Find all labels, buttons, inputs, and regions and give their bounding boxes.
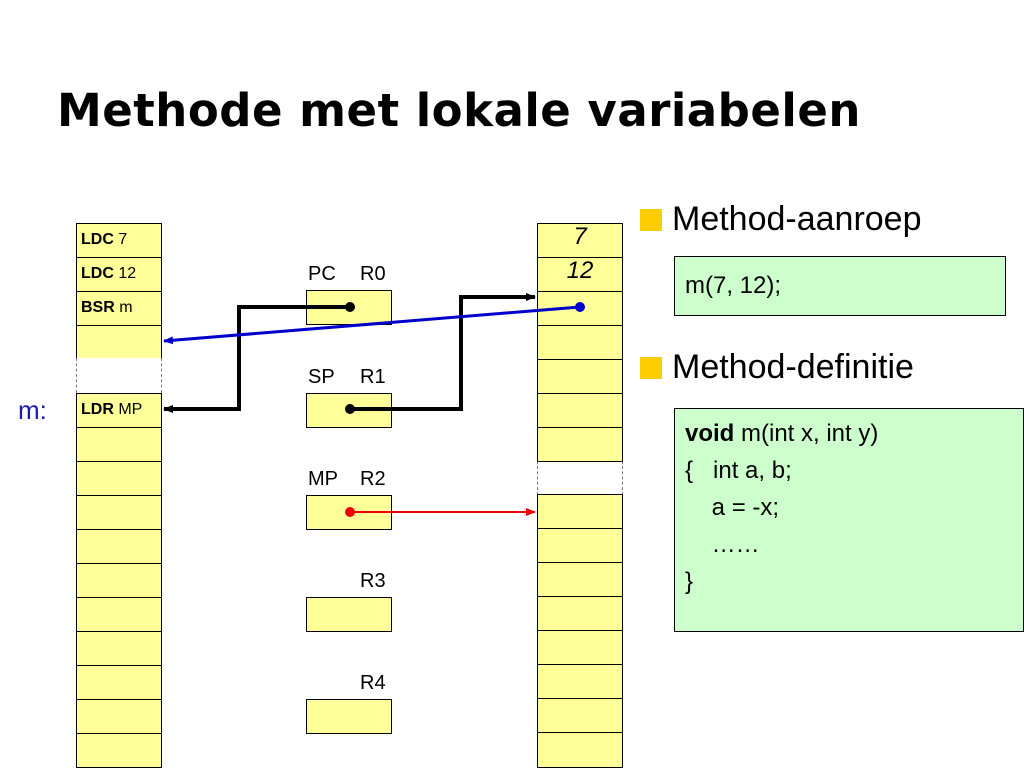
code-line: a = -x; (685, 494, 780, 521)
sp-dot (345, 404, 355, 414)
code-row (76, 563, 162, 598)
code-row (76, 325, 162, 359)
bullet-text: Method-aanroep (672, 200, 922, 238)
return-address-dot (575, 302, 585, 312)
register-name: R0 (360, 263, 386, 285)
opcode: LDR (81, 401, 114, 418)
method-label: m: (18, 395, 47, 425)
code-keyword: void (685, 420, 735, 447)
register-name: R2 (360, 468, 386, 490)
stack-value: 12 (566, 257, 594, 284)
pc-dot (345, 302, 355, 312)
register-alias: SP (308, 366, 335, 388)
register-box (306, 699, 392, 734)
stack-cell (537, 223, 623, 258)
opcode: LDC (81, 231, 114, 248)
register-box (306, 597, 392, 632)
opcode: BSR (81, 299, 115, 316)
register-alias: MP (308, 468, 338, 490)
code-row: LDC 7 (76, 223, 162, 258)
code-row (76, 427, 162, 462)
code-line: m(7, 12); (685, 272, 782, 299)
code-row (76, 699, 162, 734)
return-address-arrow (163, 305, 581, 345)
code-line: …… (685, 531, 760, 558)
mp-dot (345, 507, 355, 517)
bullet-text: Method-definitie (672, 348, 914, 386)
bullet-marker (640, 357, 662, 379)
operand: MP (118, 401, 143, 418)
code-row (76, 495, 162, 530)
stack-cell (537, 528, 623, 563)
register-alias: PC (308, 263, 336, 285)
definition-code-box: void m(int x, int y) { int a, b; a = -x;… (674, 408, 1024, 632)
operand: 12 (118, 265, 137, 282)
code-row (76, 597, 162, 632)
opcode: LDC (81, 265, 114, 282)
code-row: BSR m (76, 291, 162, 326)
operand: m (119, 299, 133, 316)
code-row: LDC 12 (76, 257, 162, 292)
operand: 7 (118, 231, 128, 248)
stack-cell (537, 630, 623, 665)
code-row (76, 529, 162, 564)
call-code-box: m(7, 12); (674, 256, 1006, 316)
register-name: R1 (360, 366, 386, 388)
code-line: void m(int x, int y) (685, 415, 1023, 452)
code-line: } (685, 568, 694, 595)
page-title: Methode met lokale variabelen (57, 84, 861, 137)
memory-gap (537, 461, 623, 495)
pc-arrow (163, 305, 350, 413)
memory-gap (76, 358, 162, 393)
stack-cell (537, 359, 623, 394)
stack-cell (537, 664, 623, 699)
register-name: R4 (360, 672, 386, 694)
register-name: R3 (360, 570, 386, 592)
code-signature: m(int x, int y) (734, 420, 879, 447)
code-line: { int a, b; (685, 457, 792, 484)
sp-arrow (350, 293, 536, 411)
bullet-marker (640, 209, 662, 231)
stack-value: 7 (573, 223, 587, 250)
code-row (76, 461, 162, 496)
